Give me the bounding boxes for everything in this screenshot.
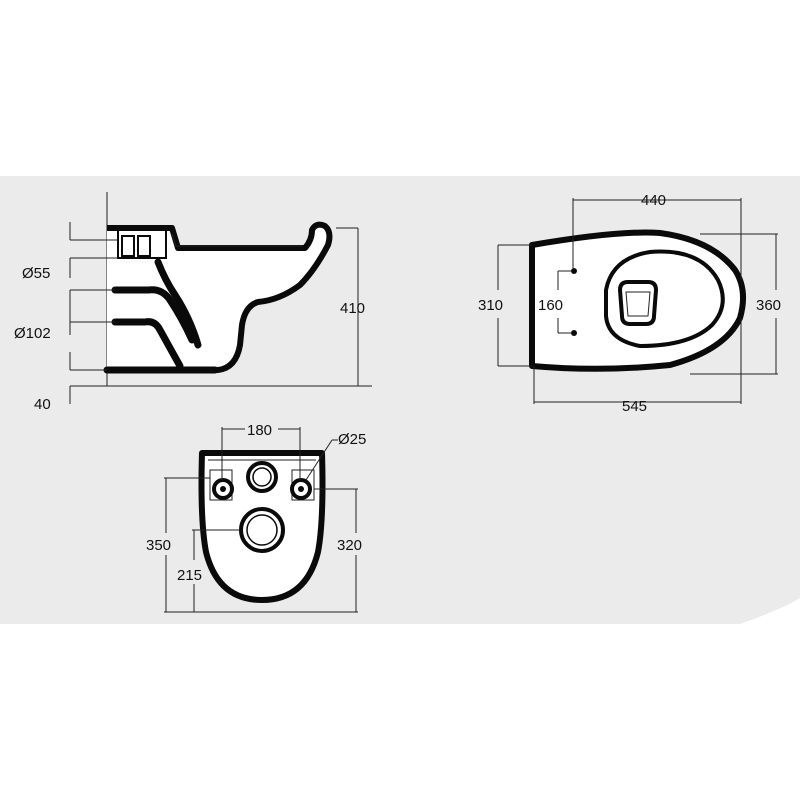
dim-310-label: 310 bbox=[478, 297, 503, 314]
fixing-hole-left-center bbox=[220, 486, 226, 492]
panel-corner bbox=[740, 598, 800, 624]
trapway-lower bbox=[111, 318, 184, 370]
top-view: 440 545 310 160 360 bbox=[478, 192, 781, 415]
dim-180-label: 180 bbox=[247, 422, 272, 439]
outlet-inner bbox=[246, 514, 278, 546]
dim-d55-label: Ø55 bbox=[22, 265, 50, 282]
bowl-rim-inner bbox=[171, 233, 303, 247]
dim-160-label: 160 bbox=[538, 297, 563, 314]
flush-inlet-inner bbox=[252, 467, 272, 487]
dim-d25-leader bbox=[305, 439, 333, 481]
dim-440-label: 440 bbox=[641, 192, 666, 209]
side-view: 410 Ø55 Ø102 40 bbox=[14, 192, 372, 413]
rear-view: 180 Ø25 350 215 320 bbox=[146, 422, 366, 613]
dim-350-label: 350 bbox=[146, 537, 171, 554]
drain-shape bbox=[617, 280, 659, 326]
dim-360-label: 360 bbox=[756, 297, 781, 314]
dim-d102-label: Ø102 bbox=[14, 325, 51, 342]
dim-d25-label: Ø25 bbox=[338, 431, 366, 448]
fixing-hole-right-center bbox=[298, 486, 304, 492]
dim-320-label: 320 bbox=[337, 537, 362, 554]
fixing-hole bbox=[571, 268, 577, 274]
rear-left-recess bbox=[209, 469, 233, 501]
fixing-hole bbox=[571, 330, 577, 336]
dim-215-label: 215 bbox=[177, 567, 202, 584]
dim-545-label: 545 bbox=[622, 398, 647, 415]
trapway-outer bbox=[154, 258, 202, 349]
drain-inner bbox=[625, 291, 651, 317]
dim-40-label: 40 bbox=[34, 396, 51, 413]
trapway-upper bbox=[111, 286, 196, 344]
flush-inlet-tube bbox=[121, 235, 135, 257]
flush-inlet-tube bbox=[137, 235, 151, 257]
dim-410-label: 410 bbox=[340, 300, 365, 317]
